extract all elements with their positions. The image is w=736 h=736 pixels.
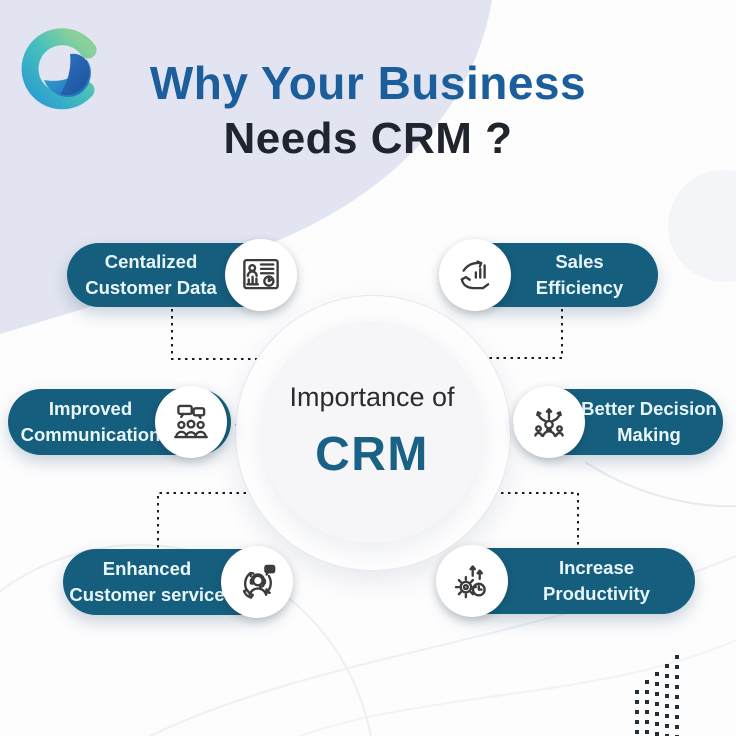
decision-paths-icon bbox=[534, 408, 564, 438]
connector-bottom-right bbox=[487, 492, 579, 547]
customer-support-icon bbox=[242, 564, 276, 599]
benefit-label: Increase Productivity bbox=[543, 557, 650, 604]
benefit-label: Improved Communication bbox=[20, 398, 161, 445]
dotted-pattern-column bbox=[665, 664, 669, 736]
faint-circle-top-right bbox=[668, 170, 736, 282]
connector-bottom-left bbox=[157, 492, 253, 548]
benefit-increase-productivity: Increase Productivity bbox=[436, 545, 695, 617]
center-title: CRM bbox=[315, 428, 429, 481]
benefit-label: Sales Efficiency bbox=[535, 251, 624, 298]
faint-swirl-right bbox=[584, 461, 736, 508]
benefit-label: Better Decision Making bbox=[581, 398, 717, 445]
dotted-pattern-column bbox=[675, 655, 679, 736]
dotted-pattern-column bbox=[645, 680, 649, 736]
benefit-sales-efficiency: Sales Efficiency bbox=[439, 239, 658, 311]
benefit-enhanced-customer-service: Enhanced Customer service bbox=[63, 546, 293, 618]
benefit-icon-circle bbox=[436, 545, 508, 617]
benefit-improved-communication: Improved Communication bbox=[8, 386, 231, 458]
benefit-centralized-customer-data: Centalized Customer Data bbox=[67, 239, 297, 311]
connector-top-left bbox=[171, 309, 259, 360]
header: Why Your Business Needs CRM ? bbox=[0, 56, 736, 164]
benefit-icon-circle bbox=[155, 386, 227, 458]
center-subtitle: Importance of bbox=[289, 382, 455, 412]
page-title-line1: Why Your Business bbox=[149, 57, 587, 109]
faint-circle-bottom-left bbox=[0, 544, 372, 736]
benefit-label: Enhanced Customer service bbox=[69, 558, 225, 605]
benefit-icon-circle bbox=[513, 386, 585, 458]
customer-data-dashboard-icon bbox=[243, 258, 279, 290]
connector-top-right bbox=[470, 309, 563, 359]
sales-growth-hand-icon bbox=[460, 260, 490, 290]
page-title-line2: Needs CRM ? bbox=[223, 114, 513, 163]
benefit-icon-circle bbox=[439, 239, 511, 311]
benefit-icon-circle bbox=[221, 546, 293, 618]
center-circle: Importance of CRM bbox=[261, 321, 483, 543]
benefit-better-decision-making: Better Decision Making bbox=[513, 386, 723, 458]
brand-swirl-logo bbox=[21, 28, 97, 110]
team-communication-icon bbox=[174, 404, 208, 439]
productivity-gear-icon bbox=[454, 565, 486, 599]
benefit-label: Centalized Customer Data bbox=[85, 251, 217, 298]
dotted-pattern-column bbox=[655, 672, 659, 736]
benefit-icon-circle bbox=[225, 239, 297, 311]
dotted-pattern-column bbox=[635, 690, 639, 736]
